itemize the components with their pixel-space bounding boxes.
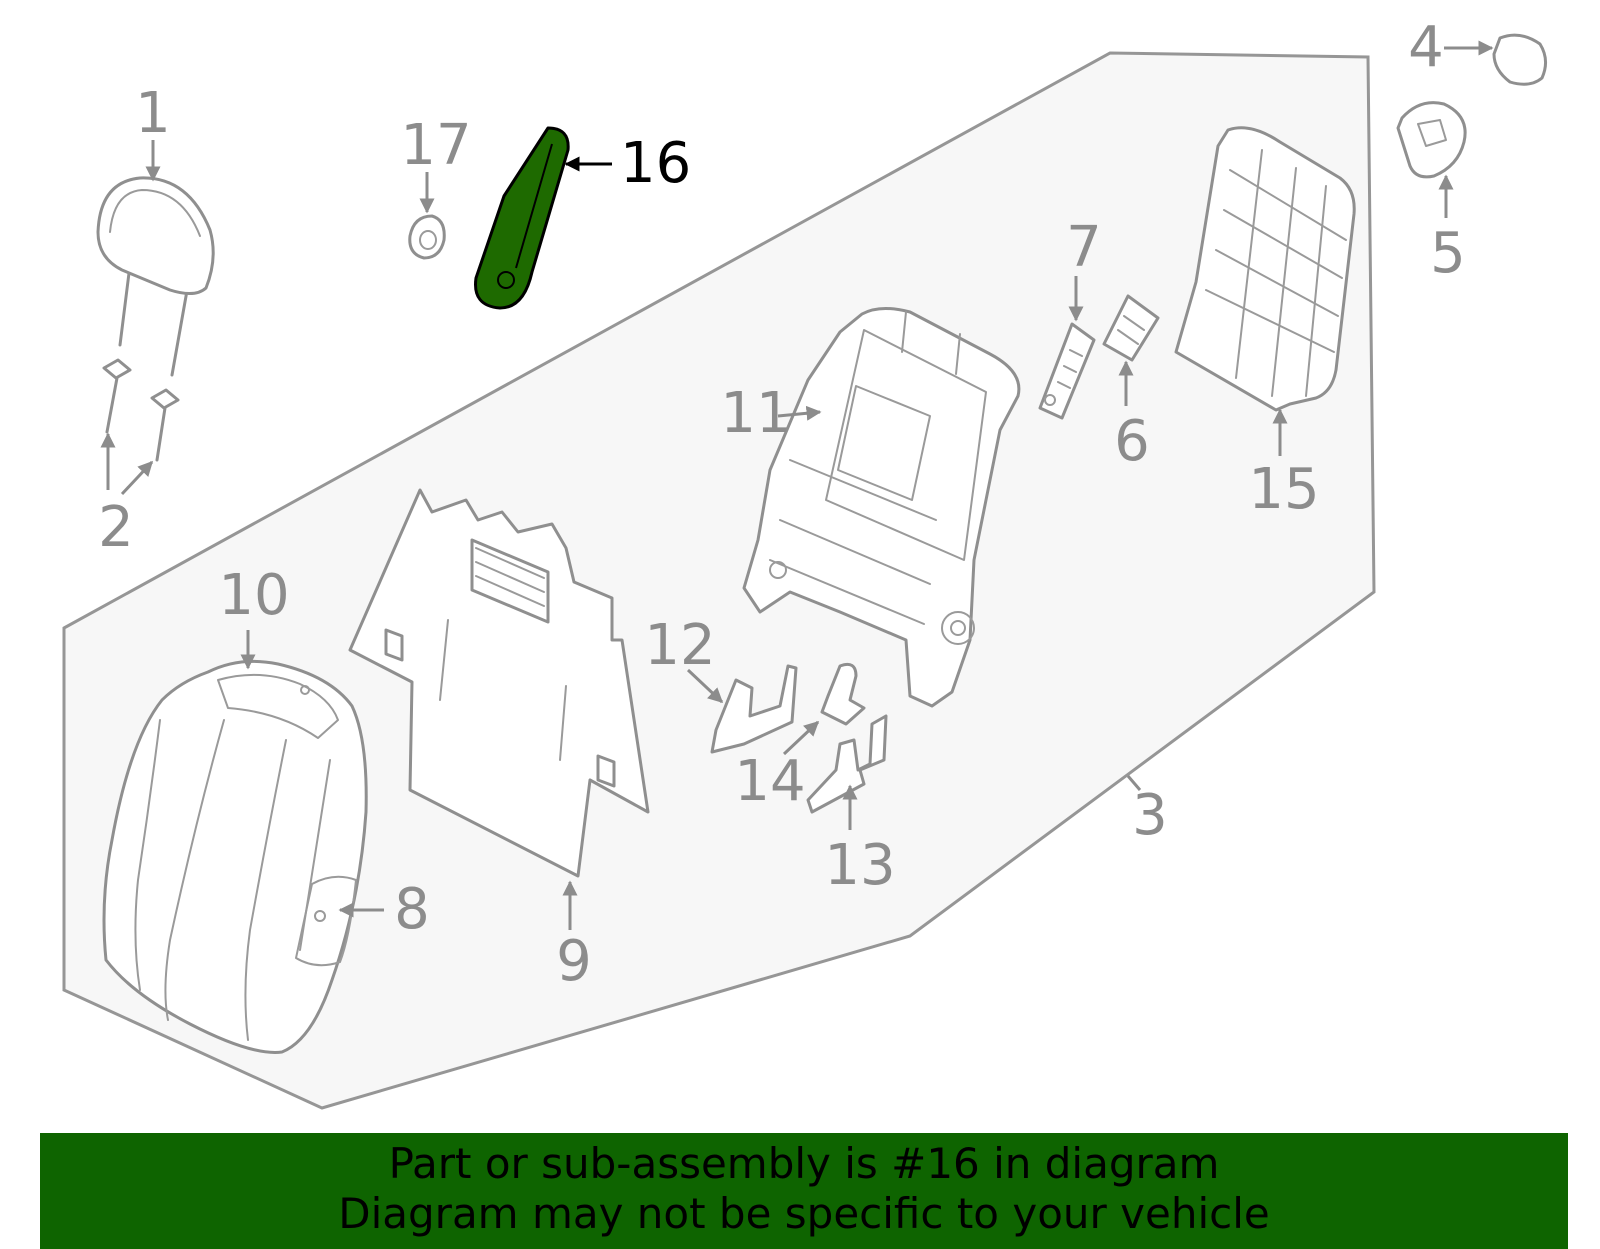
info-banner: Part or sub-assembly is #16 in diagram D… [40, 1133, 1568, 1249]
callout-2: 2 [98, 495, 134, 560]
callout-8: 8 [394, 877, 430, 942]
callout-10: 10 [218, 563, 289, 628]
callout-12: 12 [644, 613, 715, 678]
callout-17: 17 [400, 113, 471, 178]
banner-line-1: Part or sub-assembly is #16 in diagram [388, 1139, 1220, 1188]
seat-back-sheet [348, 488, 650, 878]
nut [408, 214, 446, 260]
clip [1102, 294, 1160, 362]
seat-back-assembly-outline [62, 51, 1376, 1110]
release-lever [710, 664, 798, 754]
callout-14: 14 [734, 749, 805, 814]
lumbar-bracket [1038, 322, 1096, 420]
callout-3: 3 [1132, 783, 1168, 848]
callout-9: 9 [556, 929, 592, 994]
headrest-guides [102, 358, 180, 462]
escutcheon [1396, 101, 1467, 179]
callout-15: 15 [1248, 457, 1319, 522]
highlighted-part-16 [474, 126, 570, 310]
banner-line-2: Diagram may not be specific to your vehi… [338, 1189, 1270, 1238]
cap [1492, 33, 1547, 86]
callout-11: 11 [720, 381, 791, 446]
callouts: 1 2 3 4 5 6 7 8 9 10 11 12 13 14 15 16 1… [98, 15, 1466, 994]
lever-bracket [806, 714, 888, 814]
callout-6: 6 [1114, 409, 1150, 474]
callout-4: 4 [1408, 15, 1444, 80]
callout-5: 5 [1430, 221, 1466, 286]
callout-7: 7 [1066, 215, 1102, 280]
leader-lines [100, 40, 1494, 930]
callout-13: 13 [824, 833, 895, 898]
lever-link [820, 662, 866, 726]
seat-back-cover [102, 659, 368, 1054]
headrest [96, 176, 215, 377]
callout-16: 16 [620, 131, 691, 196]
seat-back-panel [1174, 126, 1356, 412]
callout-1: 1 [135, 81, 171, 146]
